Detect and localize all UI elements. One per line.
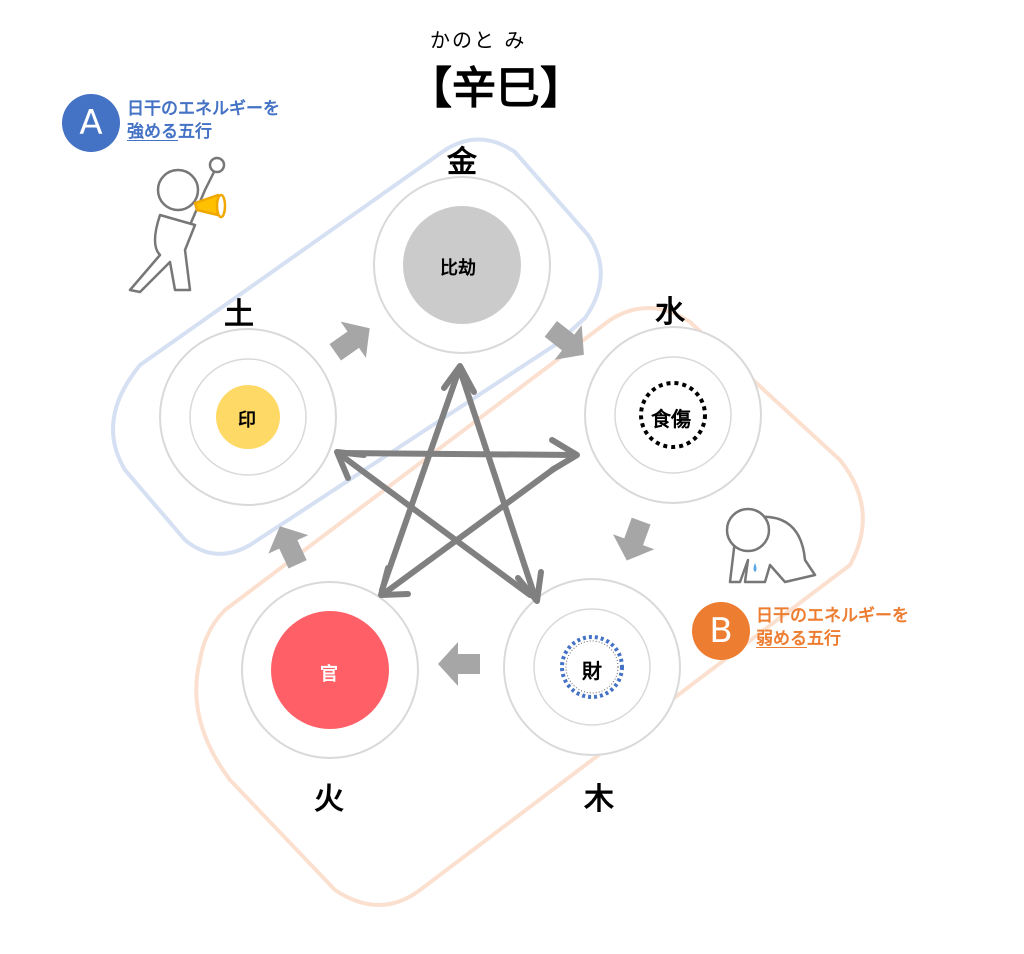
- earth-core: [216, 385, 280, 449]
- star-arrow-fire-to-metal: [379, 363, 477, 593]
- wood-core-dotted: [560, 635, 624, 699]
- star-arrow-earth-to-water: [337, 437, 580, 473]
- block-arrow-earth-to-metal: [329, 321, 370, 361]
- element-label-fire: 火: [314, 782, 344, 817]
- legend-b-badge: B: [692, 602, 750, 660]
- water-core-dotted: [639, 381, 707, 449]
- strengthen-group-band: [111, 137, 603, 556]
- element-label-earth: 土: [224, 297, 254, 332]
- star-arrow-metal-to-wood: [457, 367, 544, 604]
- legend-b-line1: 日干のエネルギーを: [756, 606, 909, 626]
- block-arrow-water-to-wood: [612, 517, 655, 561]
- title-reading: かのと み: [430, 28, 527, 52]
- legend-b-underlined: 弱める: [756, 629, 807, 649]
- kneeling-figure-illustration: [725, 507, 817, 584]
- role-label-hikou: 比劫: [440, 258, 476, 279]
- metal-core: [403, 206, 521, 324]
- element-label-metal: 金: [447, 145, 477, 180]
- weaken-group-band: [194, 306, 865, 907]
- role-label-in: 印: [238, 410, 256, 431]
- role-label-shokushou: 食傷: [651, 407, 691, 431]
- block-arrow-fire-to-earth: [268, 526, 309, 569]
- wood-inner-ring: [533, 608, 651, 726]
- wood-core-inner-dotted: [565, 640, 619, 694]
- block-arrow-wood-to-fire: [438, 642, 480, 686]
- cheering-figure-illustration: [128, 156, 227, 294]
- legend-a-text: 日干のエネルギーを 強める五行: [127, 98, 280, 144]
- legend-b-rest: 五行: [807, 629, 841, 649]
- legend-b-text: 日干のエネルギーを 弱める五行: [756, 605, 909, 651]
- star-arrow-wood-to-earth: [334, 449, 533, 598]
- fire-core: [271, 611, 389, 729]
- block-arrow-metal-to-water: [544, 321, 584, 360]
- water-inner-ring: [614, 356, 732, 474]
- legend-a-badge: A: [62, 94, 120, 152]
- legend-a-line1: 日干のエネルギーを: [127, 99, 280, 119]
- element-label-water: 水: [655, 295, 685, 330]
- role-label-kan: 官: [320, 664, 338, 685]
- legend-a-rest: 五行: [178, 122, 212, 142]
- title: 【辛巳】: [408, 63, 584, 114]
- role-label-zai: 財: [582, 659, 602, 683]
- legend-a-underlined: 強める: [127, 122, 178, 142]
- element-label-wood: 木: [584, 782, 614, 817]
